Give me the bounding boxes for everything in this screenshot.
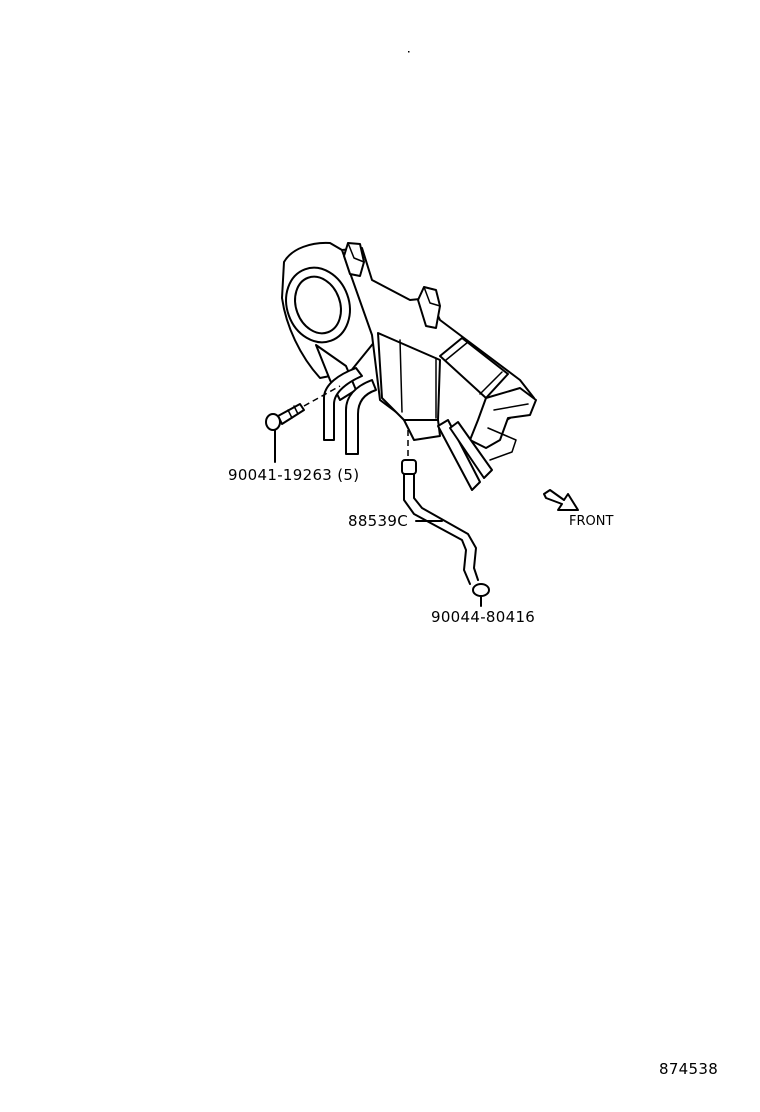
figure-number: 874538 <box>659 1060 719 1078</box>
heater-unit-assembly <box>281 241 537 461</box>
heater-pipes <box>323 367 377 455</box>
front-direction-label: FRONT <box>569 514 614 529</box>
callout-drain-hose: 88539C <box>348 512 408 530</box>
callout-grommet: 90044-80416 <box>431 608 536 626</box>
stray-dot <box>408 51 410 53</box>
drain-hose-part <box>401 430 490 607</box>
evaporator-pipes <box>437 419 493 491</box>
bolt-part <box>265 385 341 463</box>
front-direction-arrow <box>543 489 579 511</box>
callout-bolt: 90041-19263 (5) <box>228 466 360 484</box>
